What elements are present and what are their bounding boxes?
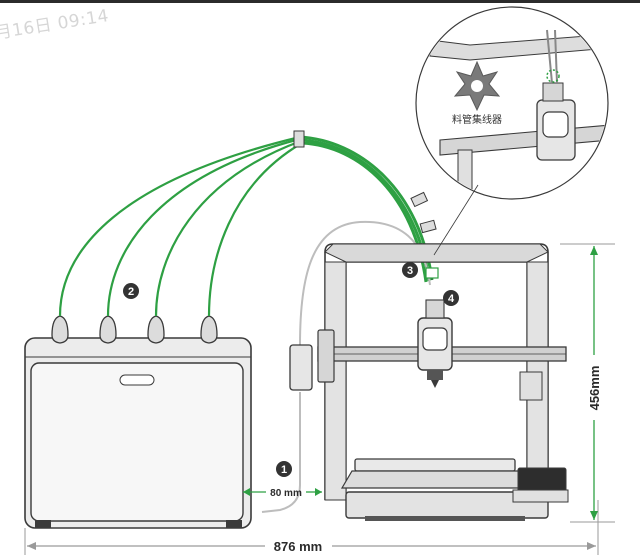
hub-connector bbox=[147, 315, 165, 344]
hub-connector bbox=[51, 315, 69, 344]
3d-printer bbox=[261, 220, 569, 521]
dimension-gap: 80 mm bbox=[243, 488, 322, 499]
top-border bbox=[0, 0, 640, 3]
hub-connector bbox=[200, 315, 218, 344]
dimension-height: 456mm bbox=[560, 243, 615, 523]
dimension-total-width: 876 mm bbox=[24, 500, 599, 555]
svg-text:4: 4 bbox=[448, 293, 455, 305]
svg-text:3: 3 bbox=[407, 265, 413, 277]
brand-badge bbox=[119, 374, 155, 386]
tube-clip bbox=[419, 219, 437, 234]
dimension-width-label: 876 mm bbox=[274, 539, 322, 554]
dimension-gap-label: 80 mm bbox=[270, 488, 302, 499]
ptfe-tubes bbox=[58, 135, 434, 317]
hub-label: 料管集线器 bbox=[452, 113, 502, 126]
svg-text:1: 1 bbox=[281, 464, 287, 476]
hub-splitter-icon bbox=[453, 60, 501, 112]
tube-clip bbox=[410, 191, 429, 208]
callout-4: 4 bbox=[443, 290, 459, 306]
connector-marker bbox=[425, 267, 439, 279]
dimension-height-label: 456mm bbox=[587, 366, 602, 411]
callout-1: 1 bbox=[276, 461, 292, 477]
detail-inset: 料管集线器 bbox=[415, 6, 609, 200]
callout-3: 3 bbox=[402, 262, 418, 278]
hub-connector bbox=[99, 315, 117, 344]
inset-leader-line bbox=[433, 184, 479, 256]
filament-hub-box bbox=[24, 315, 252, 529]
tube-clip bbox=[293, 130, 305, 148]
callout-2: 2 bbox=[123, 283, 139, 299]
svg-text:2: 2 bbox=[128, 286, 134, 298]
